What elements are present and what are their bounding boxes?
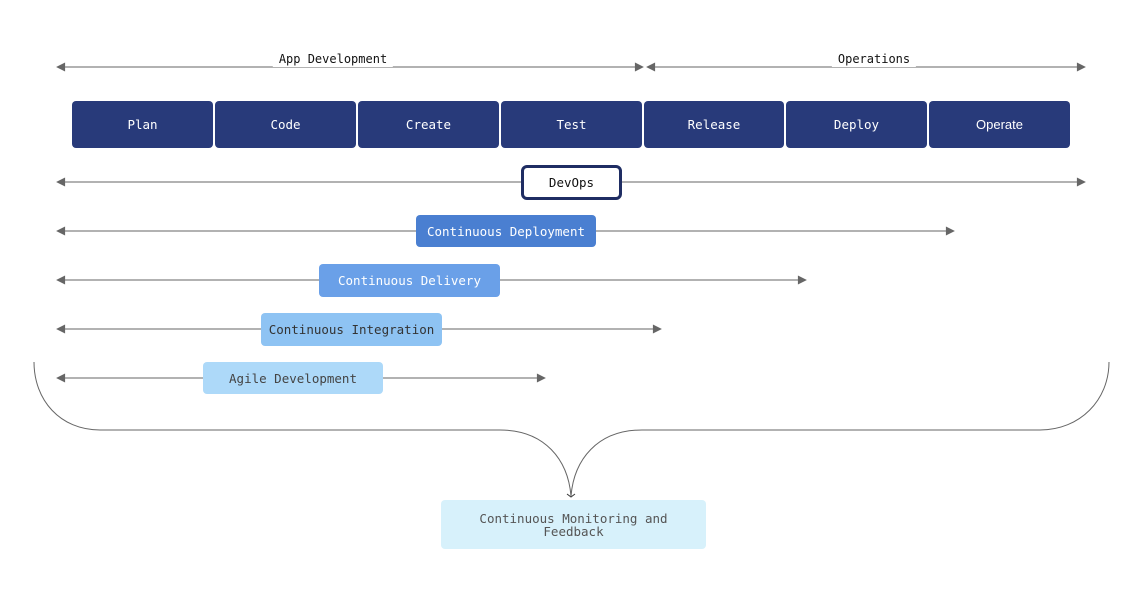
stage-plan: Plan (72, 101, 213, 148)
continuous-monitoring-feedback-box: Continuous Monitoring and Feedback (441, 500, 706, 549)
brace-tip (566, 493, 576, 498)
continuous-integration-box: Continuous Integration (261, 313, 442, 346)
stage-operate: Operate (929, 101, 1070, 148)
stage-code: Code (215, 101, 356, 148)
stage-test: Test (501, 101, 642, 148)
stage-deploy: Deploy (786, 101, 927, 148)
operations-label: Operations (831, 51, 917, 67)
continuous-deployment-box: Continuous Deployment (416, 215, 596, 247)
agile-development-box: Agile Development (203, 362, 383, 394)
stage-create: Create (358, 101, 499, 148)
devops-box: DevOps (521, 165, 622, 200)
stage-release: Release (644, 101, 784, 148)
continuous-delivery-box: Continuous Delivery (319, 264, 500, 297)
feedback-brace (33, 361, 1110, 497)
app-development-label: App Development (272, 51, 394, 67)
